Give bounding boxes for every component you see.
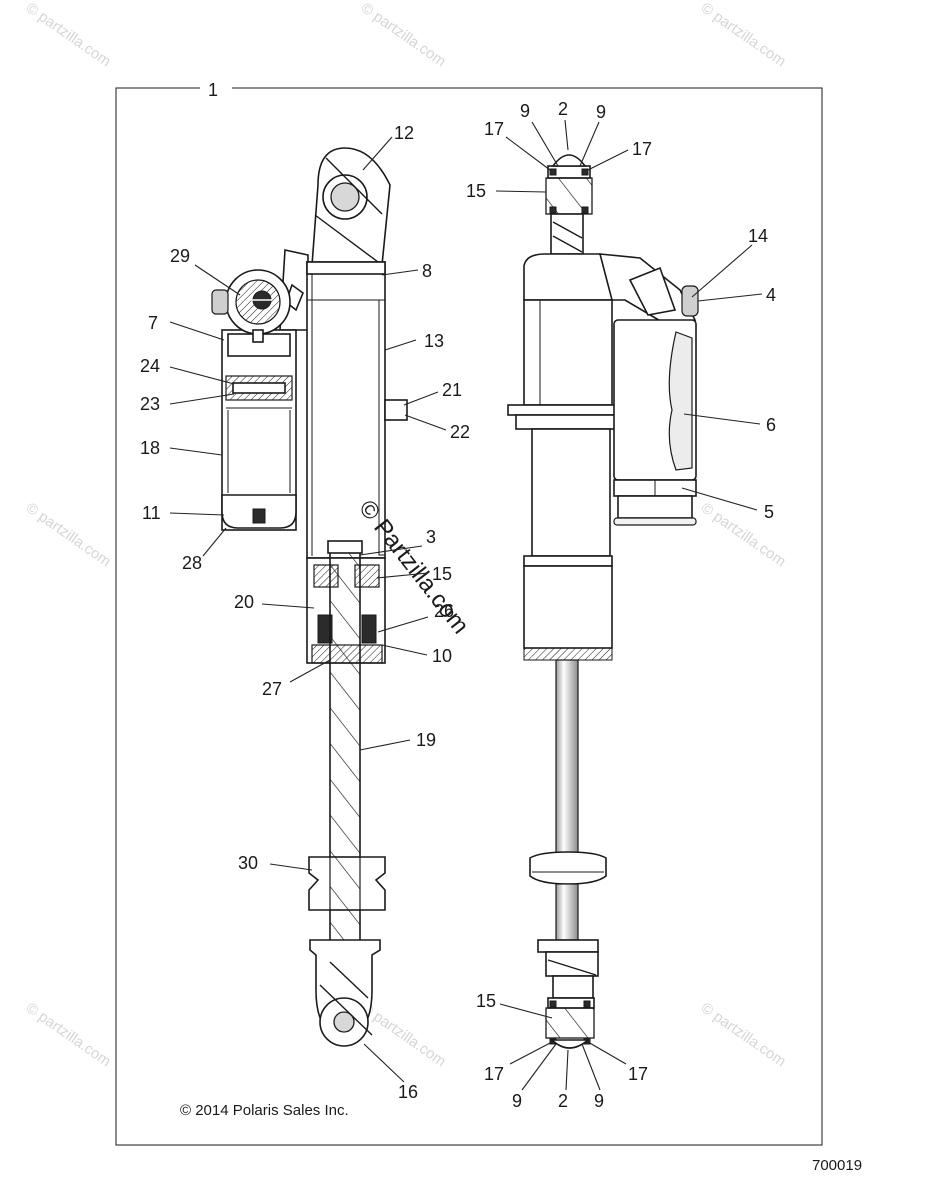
callout-7: 7 (148, 313, 158, 333)
callout-26: 26 (434, 601, 454, 621)
callout-17-top-right: 17 (632, 139, 652, 159)
callout-11: 11 (142, 503, 161, 523)
callout-labels: 12 8 29 7 13 24 23 21 22 18 11 28 3 15 2… (140, 99, 776, 1111)
callout-16: 16 (398, 1082, 418, 1102)
diagram-number: 700019 (812, 1157, 862, 1174)
copyright-notice: © 2014 Polaris Sales Inc. (180, 1102, 349, 1119)
watermark-text: © partzilla.com (23, 999, 114, 1070)
watermark-text: © partzilla.com (698, 0, 789, 70)
callout-15-top: 15 (466, 181, 486, 201)
callout-9-bottom-left: 9 (512, 1091, 522, 1111)
callout-3: 3 (426, 527, 436, 547)
watermark-text: © partzilla.com (23, 499, 114, 570)
callout-13: 13 (424, 331, 444, 351)
callout-9-top-left: 9 (520, 101, 530, 121)
callout-24: 24 (140, 356, 160, 376)
callout-22: 22 (450, 422, 470, 442)
callout-2-top: 2 (558, 99, 568, 119)
callout-12: 12 (394, 123, 414, 143)
callout-17-bottom-left: 17 (484, 1064, 504, 1084)
callout-assembly: 1 (208, 80, 218, 100)
callout-20: 20 (234, 592, 254, 612)
callout-19: 19 (416, 730, 436, 750)
callout-8: 8 (422, 261, 432, 281)
callout-9-top-right: 9 (596, 102, 606, 122)
callout-15-bottom: 15 (476, 991, 496, 1011)
callout-17-bottom-right: 17 (628, 1064, 648, 1084)
callout-30: 30 (238, 853, 258, 873)
callout-2-bottom: 2 (558, 1091, 568, 1111)
callout-28: 28 (182, 553, 202, 573)
callout-18: 18 (140, 438, 160, 458)
shock-assembly-exterior-icon (507, 154, 699, 1049)
callout-4: 4 (766, 285, 776, 305)
assembly-frame (115, 87, 823, 1146)
callout-9-bottom-right: 9 (594, 1091, 604, 1111)
callout-27: 27 (262, 679, 282, 699)
callout-14: 14 (748, 226, 768, 246)
callout-5: 5 (764, 502, 774, 522)
callout-17-top-left: 17 (484, 119, 504, 139)
callout-6: 6 (766, 415, 776, 435)
watermark-text: © partzilla.com (698, 499, 789, 570)
callout-21: 21 (442, 380, 462, 400)
watermark-text: © partzilla.com (358, 0, 449, 70)
watermark-text: © partzilla.com (23, 0, 114, 70)
callout-10: 10 (432, 646, 452, 666)
leader-lines (169, 119, 763, 1091)
callout-15-left: 15 (432, 564, 452, 584)
callout-29: 29 (170, 246, 190, 266)
watermark-text: © partzilla.com (698, 999, 789, 1070)
callout-23: 23 (140, 394, 160, 414)
